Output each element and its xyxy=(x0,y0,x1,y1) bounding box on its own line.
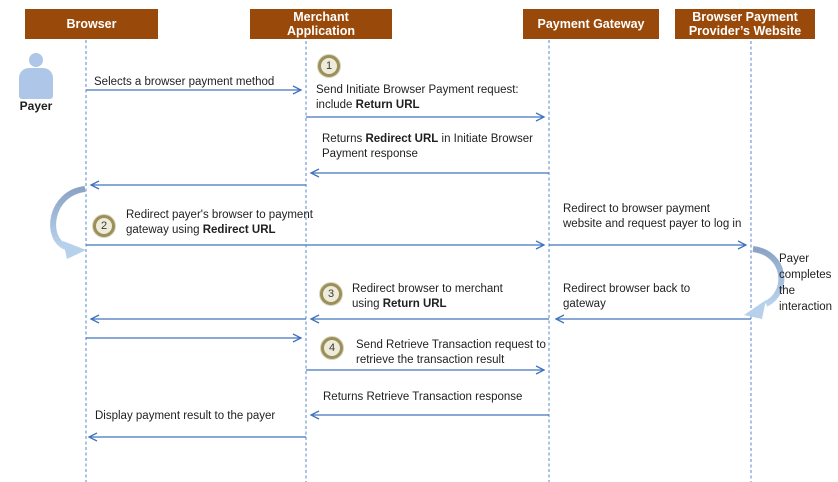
message-redirect-to-merchant: Redirect browser to merchant using Retur… xyxy=(352,283,503,310)
redirect-loop-arrow-left xyxy=(50,186,86,259)
message-retrieve-request: Send Retrieve Transaction request to ret… xyxy=(356,339,546,366)
message-initiate-response: Returns Redirect URL in Initiate Browser… xyxy=(322,133,533,160)
message-arrows xyxy=(86,85,751,442)
message-retrieve-response: Returns Retrieve Transaction response xyxy=(323,391,523,403)
step-circle-2: 2 xyxy=(93,215,115,237)
actor-label: Browser xyxy=(66,16,117,31)
actor-browser: Browser xyxy=(25,9,158,39)
message-redirect-to-provider: Redirect to browser payment website and … xyxy=(563,203,742,230)
note-payer-completes: Payer completes the interaction xyxy=(779,253,833,313)
message-initiate-request: Send Initiate Browser Payment request: i… xyxy=(316,84,519,111)
step-circle-3: 3 xyxy=(320,283,342,305)
person-head xyxy=(29,53,43,67)
actor-label: Payment Gateway xyxy=(537,16,645,31)
message-display-result: Display payment result to the payer xyxy=(95,410,276,422)
actor-label: Merchant xyxy=(293,9,349,24)
step-circle-1: 1 xyxy=(318,55,340,77)
actor-label: Browser Payment xyxy=(692,9,798,24)
message-select-method: Selects a browser payment method xyxy=(94,76,275,88)
payer-interaction-loop-arrow xyxy=(744,246,785,319)
step-circle-4: 4 xyxy=(321,337,343,359)
message-redirect-back: Redirect browser back to gateway xyxy=(563,283,691,310)
actor-payment-gateway: Payment Gateway xyxy=(523,9,659,39)
person-body xyxy=(19,68,53,99)
lifelines xyxy=(85,40,752,482)
payer-person-icon xyxy=(16,53,56,99)
payer-label: Payer xyxy=(19,99,53,113)
message-redirect-to-gateway: Redirect payer's browser to payment gate… xyxy=(126,209,313,236)
